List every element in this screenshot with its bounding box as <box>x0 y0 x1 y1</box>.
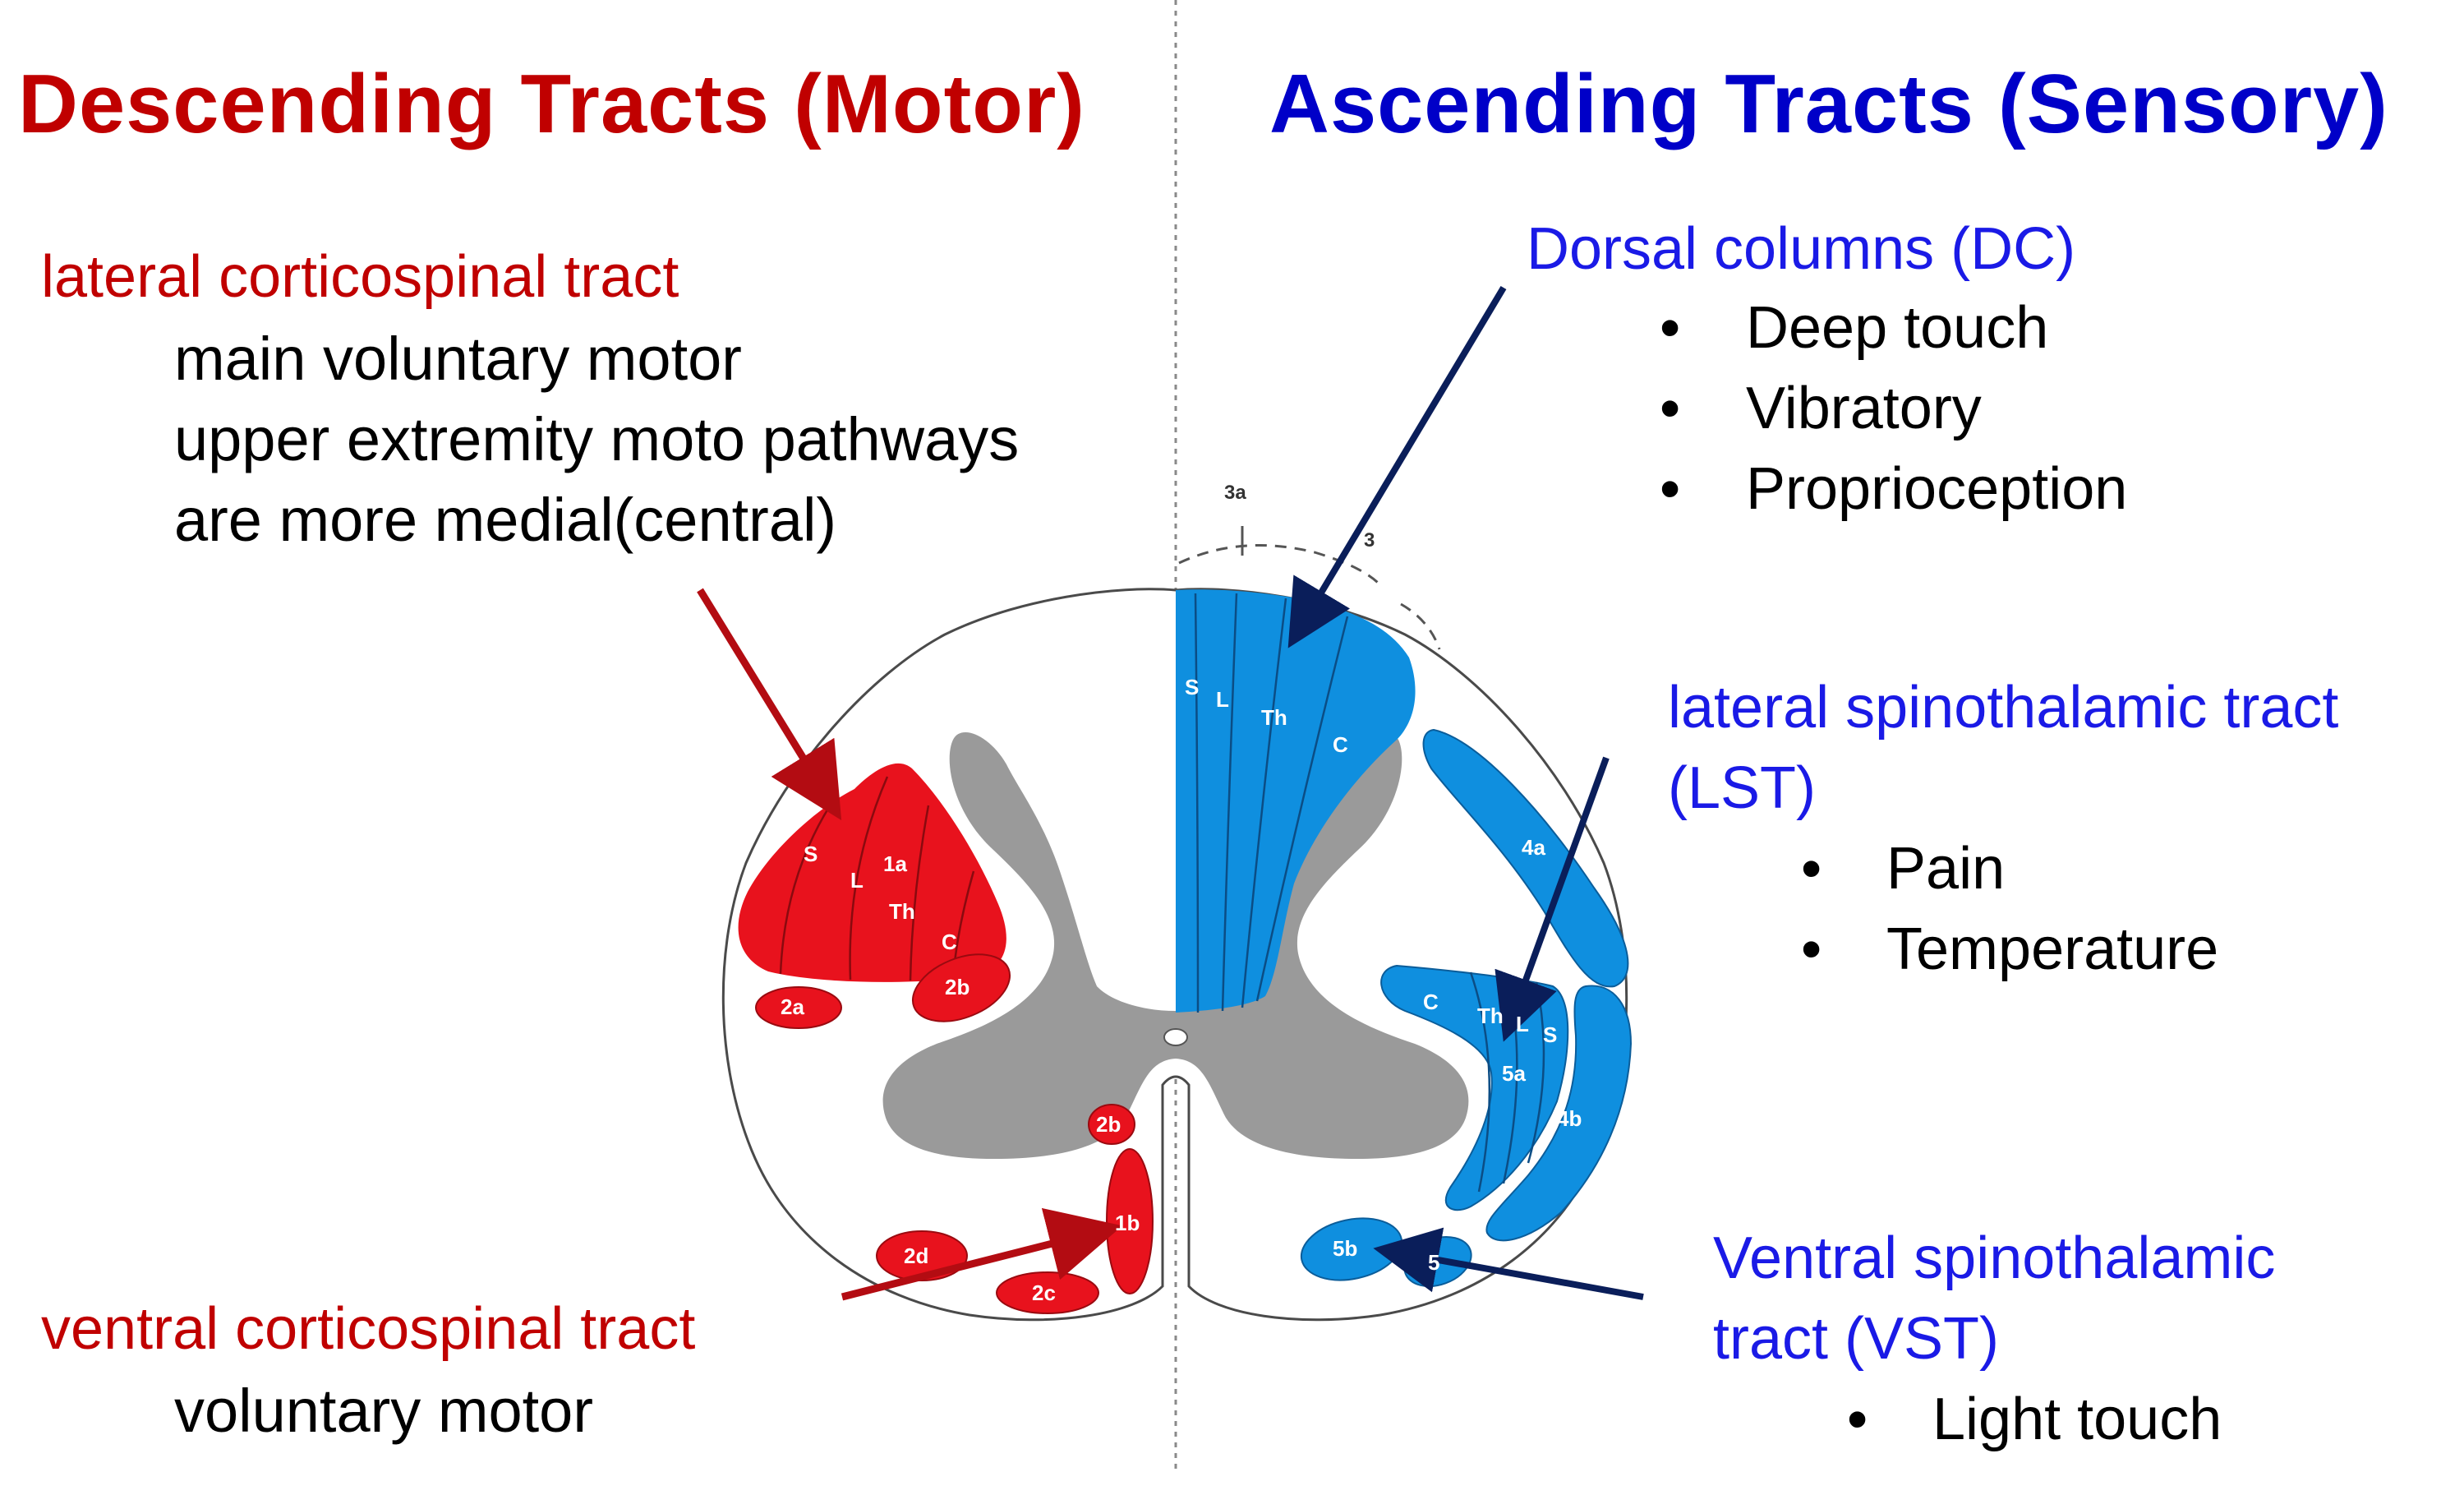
vst-bullet-1-dot: • <box>1847 1387 1868 1452</box>
region-2b-lateral <box>911 953 1011 1022</box>
label-2d: 2d <box>904 1244 928 1268</box>
dc-dashed-arc <box>1178 544 1382 587</box>
central-canal <box>1163 1028 1188 1046</box>
vst-heading-2: tract (VST) <box>1713 1306 2000 1372</box>
lcst-heading: lateral corticospinal tract <box>41 244 679 310</box>
dc-dashed-arc-2 <box>1400 602 1441 650</box>
lcst-label-l: L <box>850 868 864 893</box>
region-4a <box>1422 728 1629 988</box>
lst-heading-1: lateral spinothalamic tract <box>1668 675 2339 741</box>
dc-bullet-3-dot: • <box>1660 456 1681 522</box>
dc-bullet-1-dot: • <box>1660 295 1681 361</box>
label-2c: 2c <box>1032 1280 1056 1305</box>
dc-label-l: L <box>1216 687 1229 712</box>
ascending-title: Ascending Tracts (Sensory) <box>1269 58 2388 150</box>
lst-heading-2: (LST) <box>1668 755 1816 821</box>
label-5b: 5b <box>1333 1236 1357 1261</box>
lst-bullet-1-dot: • <box>1801 836 1822 902</box>
dc-label-c: C <box>1333 732 1348 757</box>
lst-label-s: S <box>1543 1022 1557 1047</box>
lcst-label-c: C <box>942 930 957 954</box>
arrow-vst <box>1373 1227 1644 1300</box>
label-4a: 4a <box>1522 835 1545 860</box>
vcst-line-1: voluntary motor <box>174 1377 593 1445</box>
label-2a: 2a <box>781 994 804 1019</box>
region-2b-medial <box>1088 1104 1135 1145</box>
label-2b-medial: 2b <box>1096 1112 1121 1137</box>
lateral-corticospinal-region <box>738 763 1006 982</box>
dorsal-columns-region <box>1176 589 1416 1013</box>
lcst-label-th: Th <box>889 899 915 924</box>
arrow-dorsal-columns <box>1287 285 1507 648</box>
lcst-line-1: main voluntary motor <box>174 325 742 393</box>
lst-segment-line <box>1469 971 1491 1193</box>
dc-side-label: 3 <box>1364 529 1375 551</box>
lst-bullet-2: Temperature <box>1886 916 2219 982</box>
lst-label-l: L <box>1516 1012 1529 1036</box>
label-2b-lateral: 2b <box>945 975 969 999</box>
lcst-segment-line <box>909 805 930 981</box>
label-4b: 4b <box>1557 1106 1582 1131</box>
region-2a <box>755 986 842 1029</box>
descending-title: Descending Tracts (Motor) <box>18 58 1085 150</box>
label-1b: 1b <box>1115 1211 1140 1235</box>
dc-bullet-2-dot: • <box>1660 376 1681 441</box>
dc-segment-line <box>1255 616 1349 1002</box>
dc-segment-line <box>1241 598 1287 1008</box>
lst-label-th: Th <box>1477 1004 1504 1028</box>
gray-matter <box>882 732 1469 1159</box>
vcst-heading: ventral corticospinal tract <box>41 1296 696 1362</box>
dc-top-label: 3a <box>1224 482 1246 504</box>
dc-segment-line <box>1221 593 1238 1012</box>
lst-bullet-2-dot: • <box>1801 916 1822 982</box>
dc-label-s: S <box>1185 675 1199 699</box>
lcst-label-1a: 1a <box>883 851 907 876</box>
vst-heading-1: Ventral spinothalamic <box>1713 1225 2276 1291</box>
vst-bullet-1: Light touch <box>1932 1387 2222 1452</box>
dc-bullet-3: Proprioception <box>1746 456 2128 522</box>
lcst-label-s: S <box>804 842 817 866</box>
label-5a: 5a <box>1502 1061 1526 1086</box>
arrow-lateral-corticospinal <box>697 588 842 821</box>
label-5: 5 <box>1428 1250 1439 1275</box>
lcst-line-2: upper extremity moto pathways <box>174 405 1020 473</box>
lcst-line-3: are more medial(central) <box>174 486 837 554</box>
region-4b <box>1485 985 1633 1242</box>
lst-label-c: C <box>1423 990 1439 1014</box>
dc-bullet-1: Deep touch <box>1746 295 2049 361</box>
arrow-ventral-corticospinal <box>841 1207 1123 1301</box>
lcst-segment-line <box>849 776 889 981</box>
lst-bullet-1: Pain <box>1886 836 2006 902</box>
dc-label-th: Th <box>1261 705 1287 730</box>
dc-bullet-2: Vibratory <box>1746 376 1982 441</box>
dc-segment-line <box>1194 593 1200 1013</box>
arrow-lst <box>1495 756 1610 1042</box>
dc-heading: Dorsal columns (DC) <box>1527 216 2076 282</box>
